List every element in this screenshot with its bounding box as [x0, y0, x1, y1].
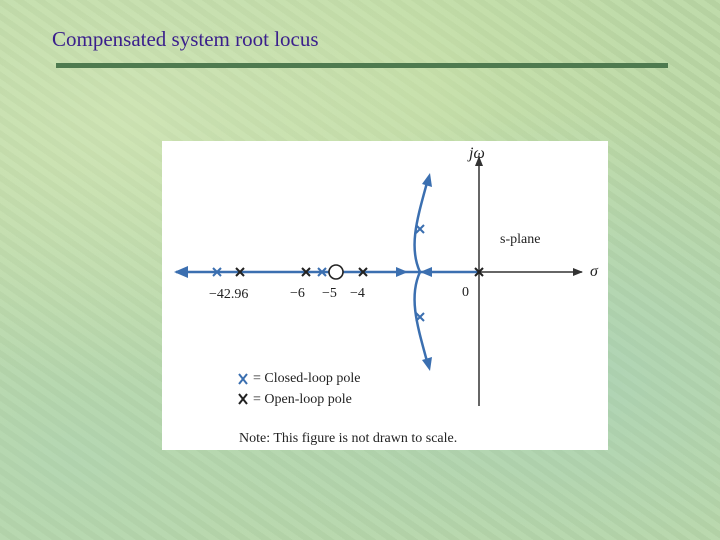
- locus-arrow-breakaway-right: [420, 267, 432, 277]
- closed-loop-pole-marker: [415, 224, 425, 234]
- legend-closed-loop-marker: [238, 373, 248, 385]
- locus-arrow-left: [174, 266, 188, 278]
- tick-label: −4: [350, 286, 365, 301]
- locus-lower-branch: [413, 271, 430, 366]
- root-locus-figure: jω σ s-plane −42.96 −6 −5 −4 0 = Closed-…: [162, 141, 608, 450]
- open-loop-pole-marker: [301, 267, 311, 277]
- open-loop-pole-marker: [358, 267, 368, 277]
- locus-arrow-upper: [422, 173, 432, 187]
- title-divider: [56, 63, 668, 68]
- closed-loop-pole-marker: [212, 267, 222, 277]
- tick-label: −6: [290, 286, 305, 301]
- tick-label: −42.96: [209, 287, 248, 302]
- tick-label: 0: [462, 285, 469, 300]
- legend-closed-loop-label: = Closed-loop pole: [253, 371, 360, 386]
- root-locus-diagram: jω σ s-plane −42.96 −6 −5 −4 0 = Closed-…: [174, 145, 599, 446]
- open-loop-zero-marker: [328, 264, 344, 280]
- vertical-axis-label: jω: [467, 145, 485, 162]
- figure-note: Note: This figure is not drawn to scale.: [239, 431, 457, 446]
- locus-arrow-lower: [422, 357, 432, 371]
- open-loop-pole-marker: [235, 267, 245, 277]
- legend-open-loop-label: = Open-loop pole: [253, 392, 352, 407]
- tick-label: −5: [322, 286, 337, 301]
- closed-loop-pole-marker: [415, 312, 425, 322]
- plane-label: s-plane: [500, 232, 540, 247]
- horizontal-axis-label: σ: [590, 263, 599, 280]
- locus-arrow-breakaway-left: [396, 267, 408, 277]
- slide-title: Compensated system root locus: [52, 27, 319, 51]
- closed-loop-pole-marker: [317, 267, 327, 277]
- locus-upper-branch: [413, 178, 430, 273]
- legend-open-loop-marker: [238, 393, 248, 405]
- open-loop-pole-marker: [474, 267, 484, 277]
